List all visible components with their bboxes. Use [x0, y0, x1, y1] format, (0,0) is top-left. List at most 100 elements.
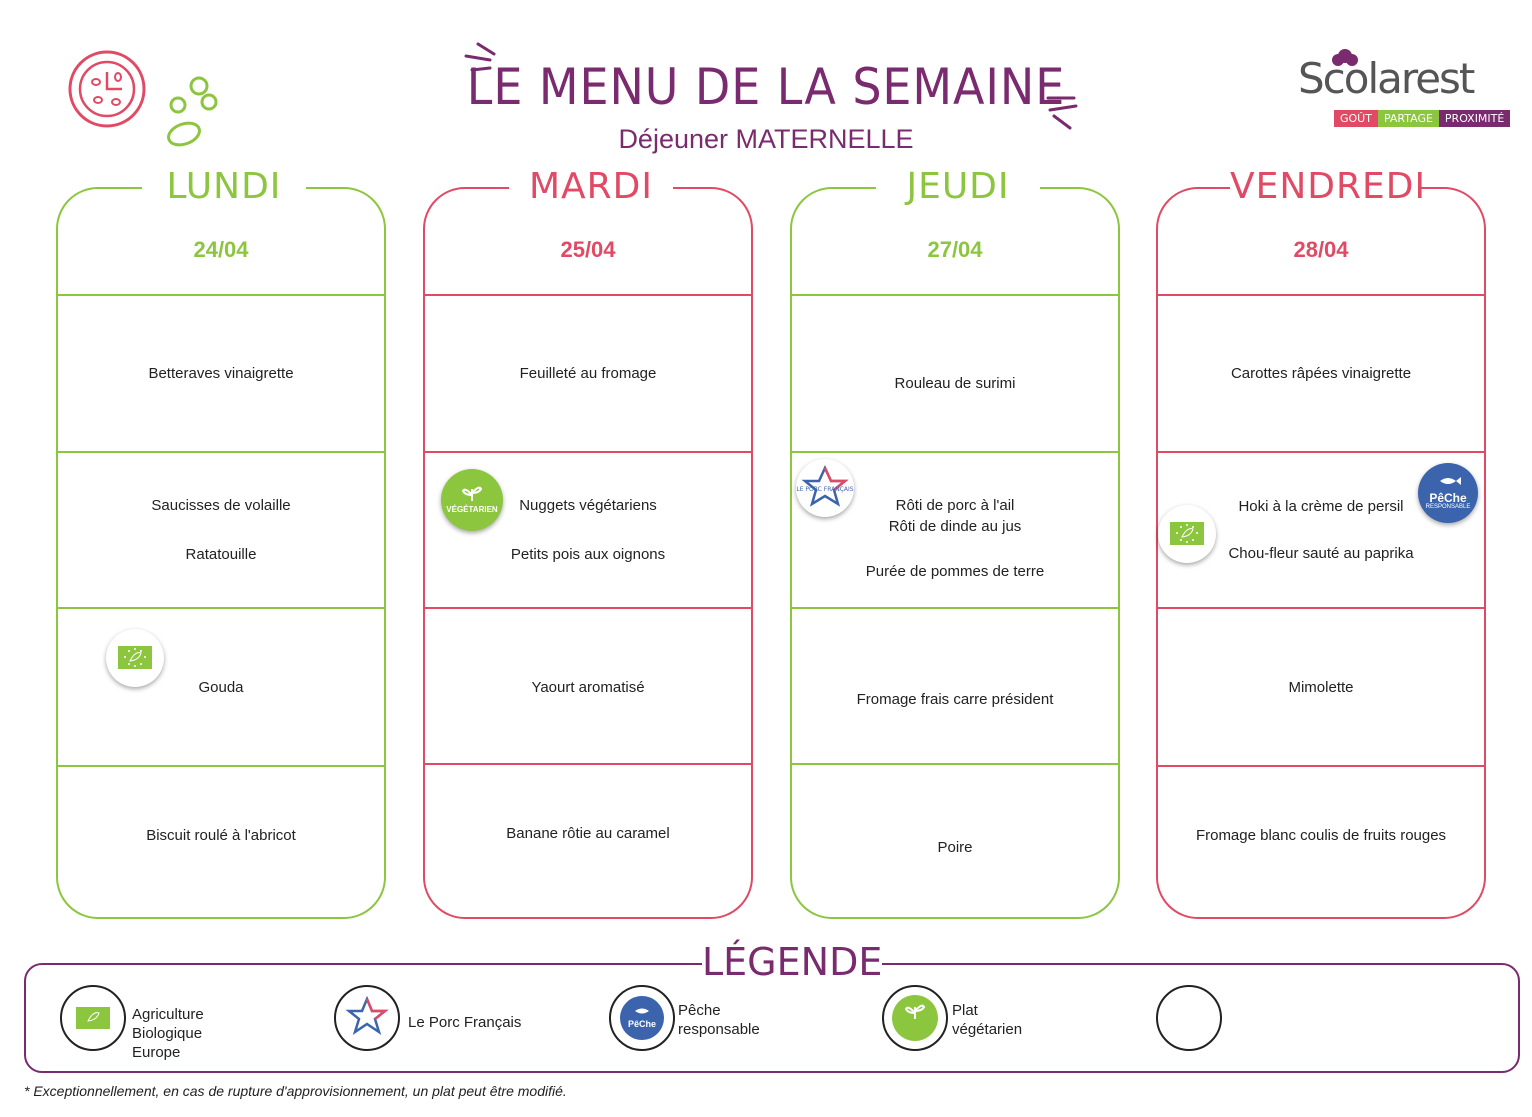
day-date: 24/04	[193, 237, 249, 262]
main-cell: Rôti de porc à l'ail Rôti de dinde au ju…	[792, 453, 1118, 607]
day-column-lundi: LUNDI 24/04 Betteraves vinaigrette Sauci…	[56, 163, 386, 919]
menu-item: Banane rôtie au caramel	[506, 824, 670, 842]
organic-eu-leaf-icon	[1170, 522, 1204, 545]
logo-wordmark: Scolarest	[1298, 54, 1475, 103]
logo-tag-partage: PARTAGE	[1377, 110, 1439, 127]
page-subtitle: Déjeuner MATERNELLE	[618, 124, 914, 154]
legend-label-peche: Pêche responsable	[678, 1002, 760, 1038]
day-name: MARDI	[509, 163, 673, 211]
legend-peche-badge-text: PêChe	[628, 1019, 656, 1029]
vegetarian-sprout-icon	[461, 486, 483, 501]
menu-item: Petits pois aux oignons	[510, 546, 666, 563]
menu-item: Rôti de porc à l'ail	[895, 496, 1015, 514]
tomato-slice-decoration	[68, 50, 218, 147]
divider	[425, 763, 751, 765]
day-date: 25/04	[560, 237, 616, 262]
starter-cell: Feuilleté au fromage	[425, 296, 751, 451]
main-cell: Saucisses de volaille Ratatouille	[58, 453, 384, 607]
dessert-cell: Banane rôtie au caramel	[425, 765, 751, 901]
divider	[792, 607, 1118, 609]
divider	[58, 765, 384, 767]
porc-badge-text: LE PORC FRANÇAIS	[796, 486, 853, 493]
menu-item: Chou-fleur sauté au paprika	[1228, 545, 1414, 562]
dairy-cell: Yaourt aromatisé	[425, 609, 751, 765]
vegetarian-icon	[882, 985, 948, 1051]
divider	[792, 763, 1118, 765]
legend-title: LÉGENDE	[702, 937, 882, 987]
logo-tagline: GOÛT PARTAGE PROXIMITÉ	[1334, 110, 1511, 127]
main-cell: Hoki à la crème de persil Chou-fleur sau…	[1158, 453, 1484, 607]
divider	[1158, 765, 1484, 767]
day-date: 28/04	[1293, 237, 1349, 262]
day-date: 27/04	[927, 237, 983, 262]
porc-francais-badge: LE PORC FRANÇAIS	[796, 459, 854, 517]
day-name: LUNDI	[142, 163, 306, 211]
menu-item: Carottes râpées vinaigrette	[1230, 365, 1412, 382]
footnote: * Exceptionnellement, en cas de rupture …	[24, 1083, 567, 1099]
menu-item: Gouda	[198, 678, 244, 696]
peche-responsable-icon: PêChe	[609, 985, 675, 1051]
dessert-cell: Poire	[792, 765, 1118, 905]
porc-francais-icon: LE PORC FRANÇAIS	[796, 465, 854, 507]
menu-item: Yaourt aromatisé	[531, 678, 645, 696]
menu-item: Fromage blanc coulis de fruits rouges	[1195, 826, 1447, 844]
day-name: VENDREDI	[1230, 163, 1425, 211]
title-sparkles-left	[464, 42, 496, 72]
peche-responsable-badge: PêChe RESPONSABLE	[1418, 463, 1478, 523]
day-column-vendredi: VENDREDI 28/04 Carottes râpées vinaigret…	[1156, 163, 1486, 919]
divider	[58, 451, 384, 453]
vegetarian-badge: VÉGÉTARIEN	[441, 469, 503, 531]
divider	[1158, 294, 1484, 296]
peche-badge-sub: RESPONSABLE	[1425, 504, 1471, 510]
menu-item: Mimolette	[1288, 678, 1354, 696]
organic-eu-leaf-icon	[118, 646, 152, 669]
starter-cell: Carottes râpées vinaigrette	[1158, 296, 1484, 451]
divider	[58, 607, 384, 609]
menu-item: Purée de pommes de terre	[865, 562, 1045, 580]
dessert-cell: Biscuit roulé à l'abricot	[58, 767, 384, 903]
dairy-cell: Fromage frais carre président	[792, 609, 1118, 765]
page-title: LE MENU DE LA SEMAINE	[466, 58, 1066, 116]
legend-label-bio: Agriculture Biologique Europe	[132, 1006, 204, 1061]
bio-badge	[106, 629, 164, 687]
dairy-cell: Mimolette	[1158, 609, 1484, 765]
scolarest-logo: Scolarest GOÛT PARTAGE PROXIMITÉ	[1296, 49, 1511, 130]
divider	[1158, 451, 1484, 453]
divider	[425, 294, 751, 296]
logo-tag-gout: GOÛT	[1334, 110, 1378, 127]
divider	[1158, 607, 1484, 609]
peche-badge-label: PêChe	[1429, 491, 1467, 505]
menu-item: Ratatouille	[185, 546, 257, 563]
day-name: JEUDI	[876, 163, 1040, 211]
main-cell: Nuggets végétariens Petits pois aux oign…	[425, 453, 751, 607]
day-column-mardi: MARDI 25/04 Feuilleté au fromage Nuggets…	[423, 163, 753, 919]
day-column-jeudi: JEUDI 27/04 Rouleau de surimi Rôti de po…	[790, 163, 1120, 919]
logo-tag-proximite: PROXIMITÉ	[1438, 110, 1511, 127]
fish-icon	[1440, 477, 1461, 485]
legend-label-porc: Le Porc Français	[408, 1014, 522, 1031]
divider	[425, 451, 751, 453]
divider	[425, 607, 751, 609]
menu-item: Hoki à la crème de persil	[1238, 498, 1404, 515]
legend-label-vegetarien: Plat végétarien	[952, 1002, 1023, 1038]
chef-hat-icon	[1332, 49, 1358, 66]
vegetarian-badge-label: VÉGÉTARIEN	[446, 505, 498, 514]
starter-cell: Rouleau de surimi	[792, 296, 1118, 451]
menu-item: Nuggets végétariens	[519, 497, 657, 514]
menu-item: Poire	[937, 838, 973, 856]
porc-francais-icon	[334, 985, 400, 1051]
starter-cell: Betteraves vinaigrette	[58, 296, 384, 451]
divider	[792, 451, 1118, 453]
organic-eu-leaf-icon	[60, 985, 126, 1051]
menu-item: Feuilleté au fromage	[519, 365, 657, 382]
dairy-cell: Gouda	[58, 609, 384, 765]
empty-circle-icon	[1156, 985, 1222, 1051]
dessert-cell: Fromage blanc coulis de fruits rouges	[1158, 767, 1484, 903]
title-sparkles-right	[1046, 96, 1078, 130]
divider	[58, 294, 384, 296]
menu-item: Rouleau de surimi	[894, 375, 1016, 392]
menu-item: Biscuit roulé à l'abricot	[146, 826, 296, 844]
menu-item: Fromage frais carre président	[856, 690, 1054, 708]
menu-item: Betteraves vinaigrette	[148, 365, 294, 382]
legend: LÉGENDE Agriculture Biologique Europe Le…	[24, 937, 1520, 1073]
